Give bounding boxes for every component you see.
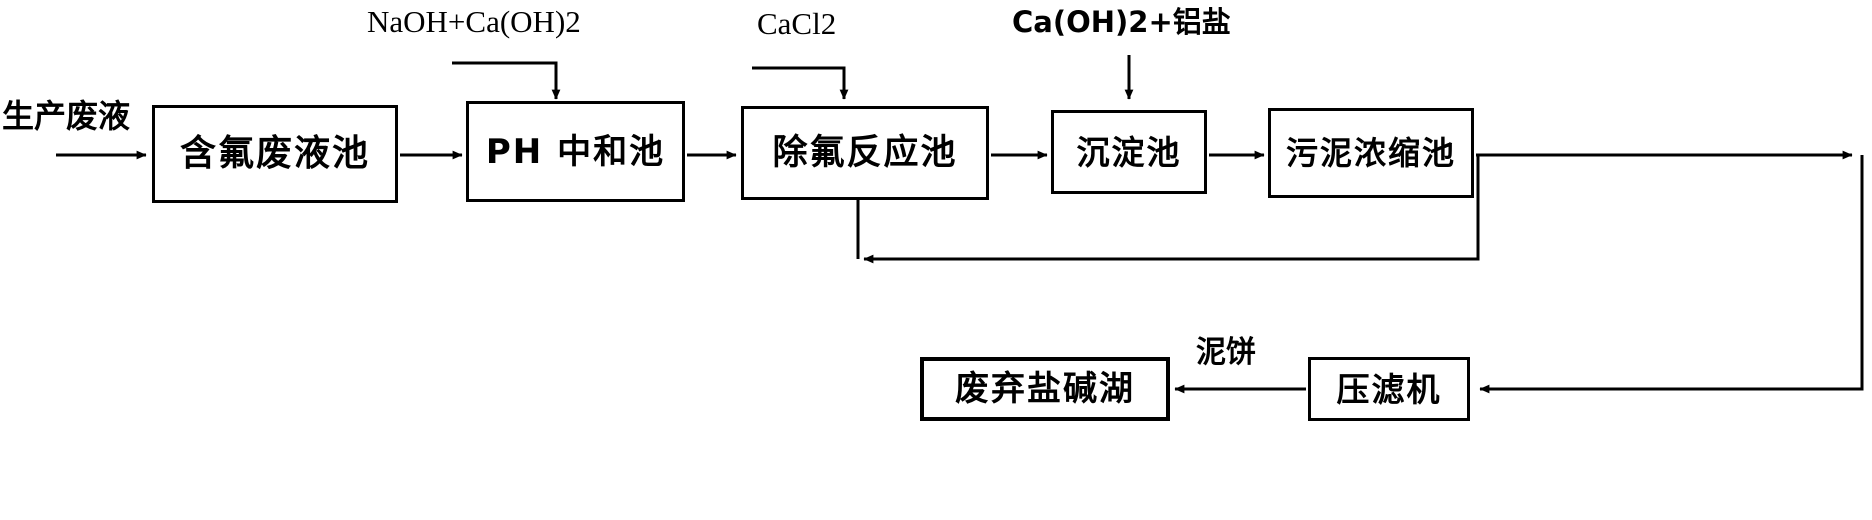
- node-fluorine-waste-pool[interactable]: 含氟废液池: [152, 105, 398, 203]
- node-label: 废弃盐碱湖: [955, 369, 1135, 409]
- node-defluorination-reaction-tank[interactable]: 除氟反应池: [741, 106, 989, 200]
- arrow-reagent-cacl2: [752, 66, 849, 100]
- node-sedimentation-tank[interactable]: 沉淀池: [1051, 110, 1207, 194]
- node-label: 除氟反应池: [772, 132, 958, 173]
- node-label: 污泥浓缩池: [1285, 134, 1456, 172]
- node-label: 沉淀池: [1076, 132, 1182, 172]
- reagent-label-cacl2: CaCl2: [757, 6, 837, 41]
- input-label-waste-liquid: 生产废液: [2, 97, 131, 135]
- node-waste-salt-alkali-lake[interactable]: 废弃盐碱湖: [920, 357, 1170, 421]
- node-label: 压滤机: [1336, 369, 1442, 409]
- edge-label-mud-cake: 泥饼: [1196, 335, 1256, 370]
- line-sludge-tank-to-filter-press: [1479, 155, 1864, 394]
- reagent-label-caoh2-alum: Ca(OH)2+铝盐: [1012, 5, 1231, 39]
- node-filter-press[interactable]: 压滤机: [1308, 357, 1470, 421]
- node-sludge-thickening-tank[interactable]: 污泥浓缩池: [1268, 108, 1474, 198]
- arrow-reagent-naoh-caoh2: [452, 61, 561, 100]
- node-ph-neutralization-tank[interactable]: PH 中和池: [466, 101, 685, 202]
- node-label: PH 中和池: [485, 131, 666, 172]
- node-label: 含氟废液池: [179, 133, 370, 174]
- reagent-label-naoh-caoh2: NaOH+Ca(OH)2: [367, 4, 581, 39]
